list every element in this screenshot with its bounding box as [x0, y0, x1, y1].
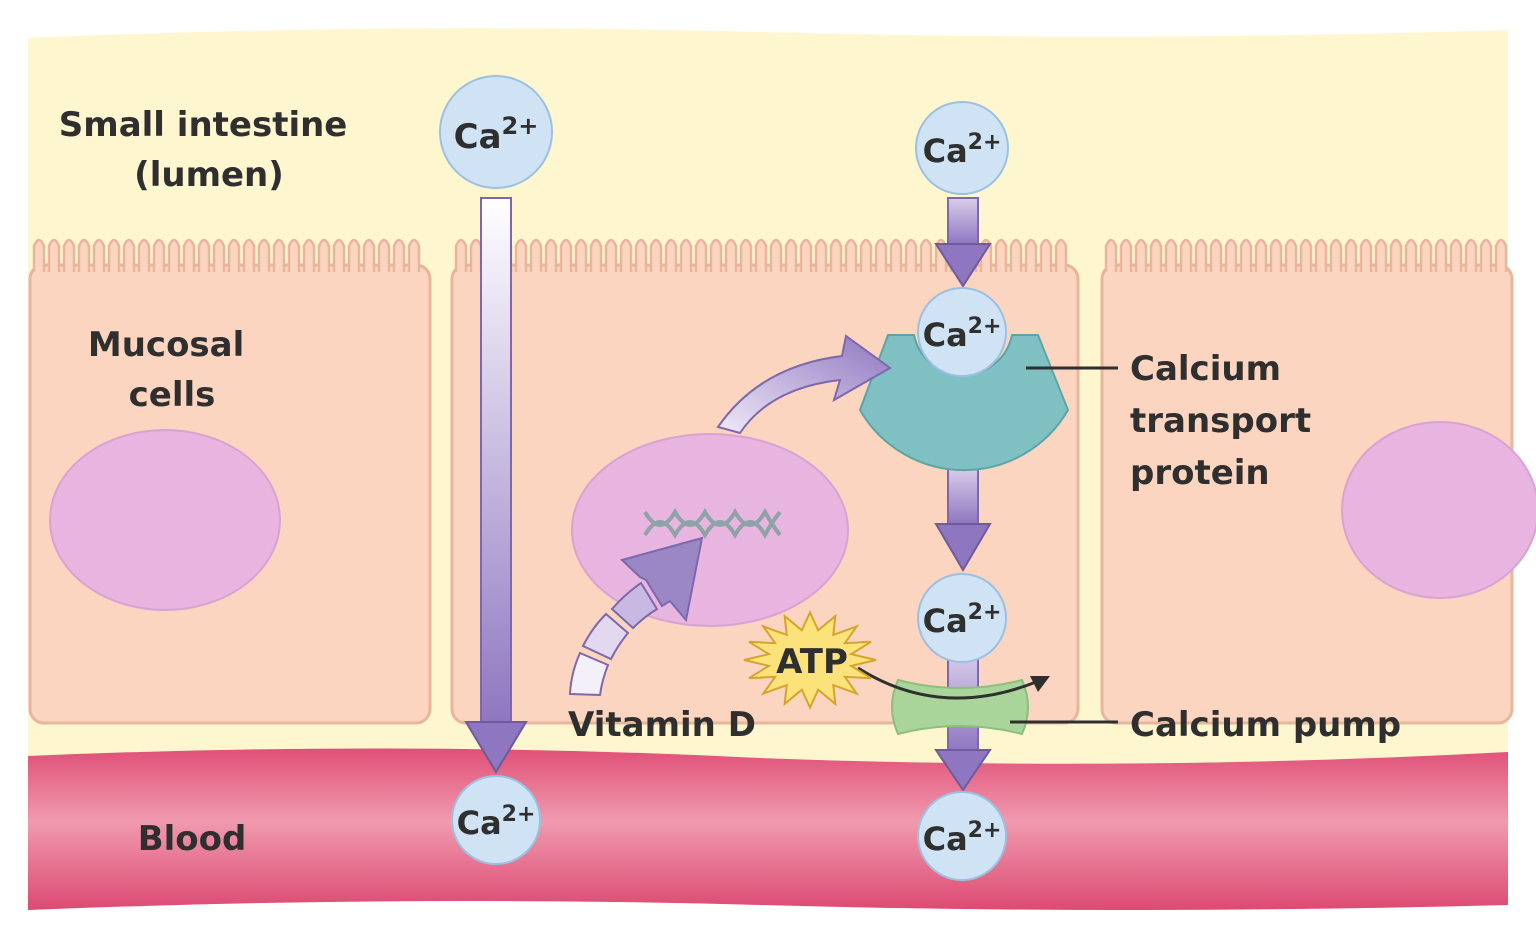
pump-energy-arrow [857, 666, 1050, 700]
atp-label: ATP [776, 642, 848, 682]
mucosal-cells-label: Mucosal cells [88, 325, 256, 415]
passive-transport-arrow [464, 197, 528, 774]
active-transport-arrow-middle [934, 467, 992, 572]
active-transport-arrow-top [934, 197, 992, 288]
vitamin-d-label: Vitamin D [568, 705, 756, 745]
calcium-ion-lumen-active: Ca2+ [915, 101, 1009, 195]
calcium-pump [891, 678, 1029, 736]
atp-burst-icon: ATP [743, 610, 877, 710]
svg-text:Ca2+: Ca2+ [454, 112, 539, 157]
gene-expression-arrow [716, 334, 892, 435]
svg-text:Ca2+: Ca2+ [923, 314, 1002, 354]
calcium-ion-blood-active: Ca2+ [917, 791, 1007, 881]
svg-text:Ca2+: Ca2+ [923, 130, 1002, 170]
calcium-ion-lumen-passive: Ca2+ [439, 75, 553, 189]
blood-label: Blood [138, 819, 247, 859]
calcium-ion-blood-passive: Ca2+ [451, 775, 541, 865]
svg-text:Ca2+: Ca2+ [923, 818, 1002, 858]
lumen-label: Small intestine (lumen) [59, 105, 359, 195]
calcium-ion-bound-protein: Ca2+ [917, 287, 1007, 377]
svg-text:Ca2+: Ca2+ [457, 802, 536, 842]
calcium-transport-protein-label: Calcium transport protein [1130, 349, 1323, 493]
microvilli-row [1104, 238, 1508, 272]
nucleus-right [1341, 421, 1536, 599]
microvilli [32, 238, 1508, 272]
svg-text:Ca2+: Ca2+ [923, 600, 1002, 640]
microvilli-row [32, 238, 421, 272]
microvilli-row [454, 238, 1068, 272]
blood-vessel [28, 748, 1508, 910]
nucleus-left [49, 429, 281, 611]
calcium-ion-cytoplasm: Ca2+ [917, 573, 1007, 663]
vitamin-d-arrow [568, 536, 704, 697]
calcium-pump-label: Calcium pump [1130, 705, 1401, 745]
dna-helix-icon [643, 507, 782, 540]
